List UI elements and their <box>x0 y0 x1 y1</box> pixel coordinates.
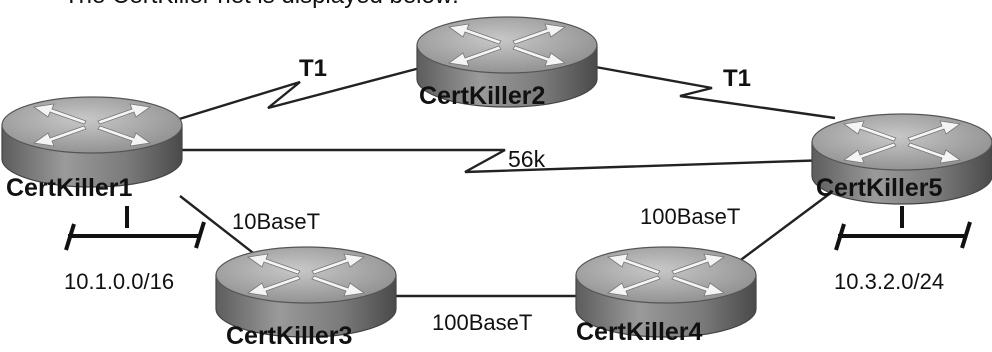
router-name-r3: CertKiller3 <box>226 322 352 350</box>
link-label-r1-r5: 56k <box>508 146 546 172</box>
link-r1-r5 <box>180 148 831 174</box>
lan-r1 <box>64 206 206 251</box>
link-label-r1-r2: T1 <box>299 55 327 82</box>
link-r4-r5 <box>737 185 841 263</box>
link-r2-r5 <box>589 64 836 120</box>
lan-cap-left-r5 <box>834 223 846 251</box>
router-name-r4: CertKiller4 <box>576 318 703 346</box>
subnet-label-lan1: 10.1.0.0/16 <box>64 269 174 294</box>
lan-cap-right-r5 <box>960 221 972 249</box>
link-r1-r2 <box>175 66 421 122</box>
subnet-label-lan5: 10.3.2.0/24 <box>834 269 944 294</box>
links <box>175 64 841 298</box>
router-name-r2: CertKiller2 <box>419 82 545 110</box>
router-name-r1: CertKiller1 <box>6 174 133 202</box>
link-label-r1-r3: 10BaseT <box>232 209 320 234</box>
caption-text: The CertKiller net is displayed below: <box>64 0 459 9</box>
link-label-r3-r4: 100BaseT <box>432 310 532 335</box>
lan-r5 <box>834 206 972 251</box>
lan-cap-left-r1 <box>64 223 76 251</box>
link-label-r2-r5: T1 <box>723 65 751 92</box>
link-label-r4-r5: 100BaseT <box>640 204 740 229</box>
router-name-r5: CertKiller5 <box>816 174 943 202</box>
lan-cap-right-r1 <box>194 221 206 249</box>
